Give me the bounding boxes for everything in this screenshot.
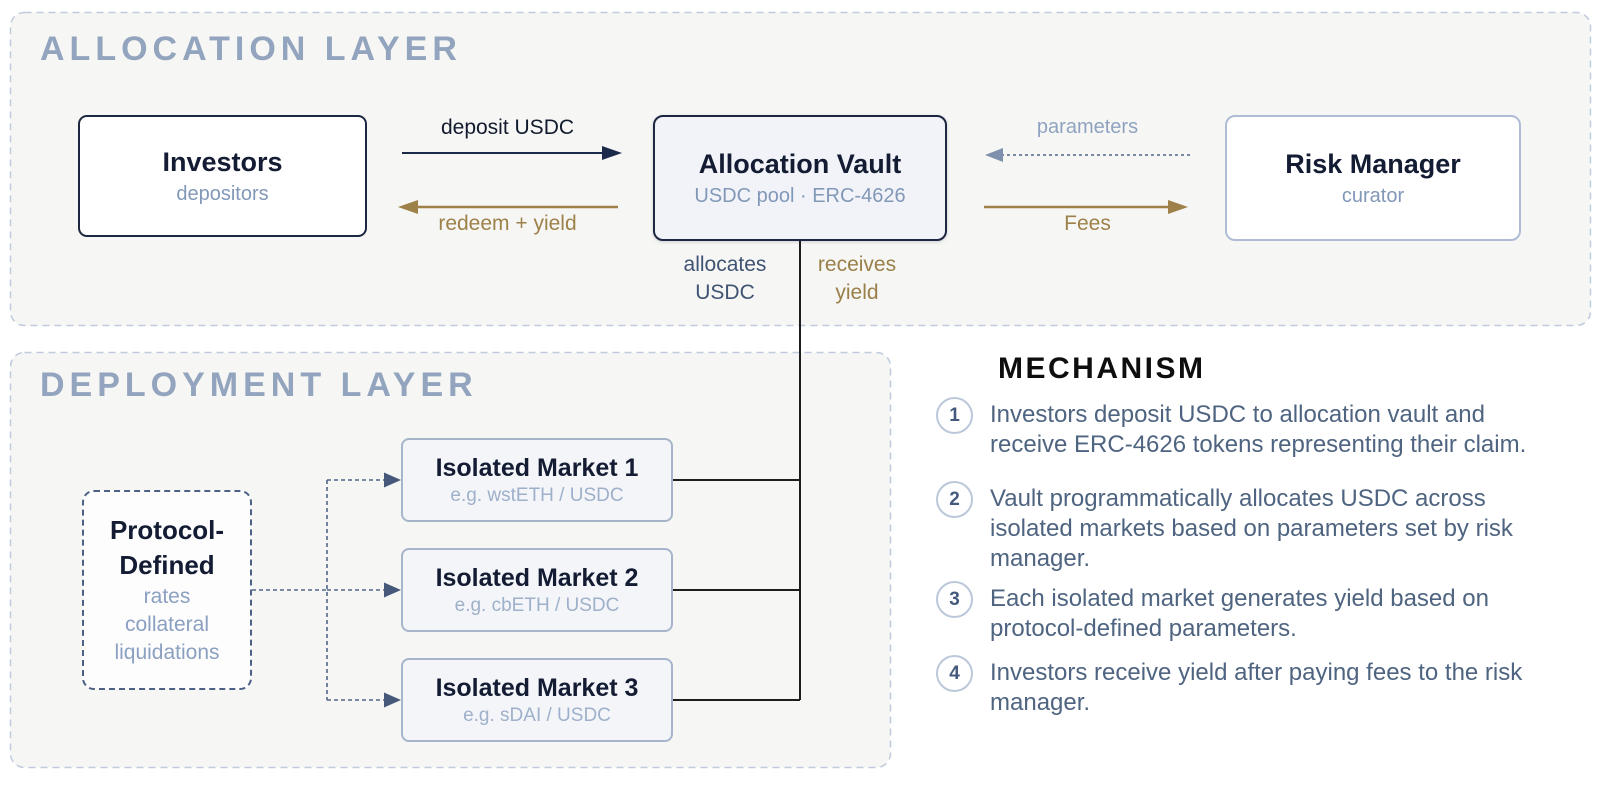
market-2-arrowhead-icon [384, 582, 401, 598]
protocol-param-collateral: collateral [124, 613, 210, 636]
parameters-arrow [985, 148, 1190, 162]
receives-yield-line2: yield [835, 281, 879, 304]
mechanism-title: MECHANISM [998, 352, 1206, 385]
step-1-line-1: Investors deposit USDC to allocation vau… [990, 401, 1485, 428]
allocation-vault-title: Allocation Vault [698, 148, 902, 179]
investors-title: Investors [162, 146, 283, 177]
mechanism-step-3: 3 Each isolated market generates yield b… [936, 581, 1526, 644]
isolated-market-2-box: Isolated Market 2 e.g. cbETH / USDC [401, 548, 673, 632]
isolated-market-3-title: Isolated Market 3 [435, 673, 639, 702]
step-3-line-1: Each isolated market generates yield bas… [990, 585, 1489, 612]
receives-yield-line1: receives [817, 253, 897, 276]
step-4-number-badge: 4 [936, 655, 973, 692]
allocates-usdc-line2: USDC [695, 281, 755, 304]
protocol-defined-title-line2: Defined [119, 550, 215, 580]
investors-box: Investors depositors [78, 115, 367, 237]
allocation-vault-box: Allocation Vault USDC pool · ERC-4626 [653, 115, 947, 241]
protocol-param-rates: rates [143, 585, 191, 608]
step-1-line-2: receive ERC-4626 tokens representing the… [990, 431, 1527, 458]
step-3-text: Each isolated market generates yield bas… [990, 584, 1489, 644]
deployment-layer-title: DEPLOYMENT LAYER [40, 366, 478, 404]
isolated-market-3-subtitle: e.g. sDAI / USDC [463, 704, 611, 726]
isolated-market-2-subtitle: e.g. cbETH / USDC [454, 594, 620, 616]
fees-label: Fees [1064, 212, 1111, 235]
allocates-usdc-line1: allocates [683, 253, 767, 276]
step-4-line-2: manager. [990, 689, 1091, 716]
mechanism-step-1: 1 Investors deposit USDC to allocation v… [936, 397, 1526, 460]
redeem-yield-label: redeem + yield [438, 212, 577, 235]
market-3-arrowhead-icon [384, 692, 401, 708]
step-2-line-1: Vault programmatically allocates USDC ac… [990, 485, 1486, 512]
market-1-arrowhead-icon [384, 472, 401, 488]
step-4-line-1: Investors receive yield after paying fee… [990, 659, 1523, 686]
isolated-market-2-title: Isolated Market 2 [435, 563, 639, 592]
mechanism-step-2: 2 Vault programmatically allocates USDC … [936, 481, 1526, 574]
isolated-market-3-box: Isolated Market 3 e.g. sDAI / USDC [401, 658, 673, 742]
risk-manager-box: Risk Manager curator [1225, 115, 1521, 241]
receives-yield-label: receives yield [792, 251, 922, 307]
fees-arrow [984, 200, 1188, 214]
step-3-line-2: protocol-defined parameters. [990, 615, 1297, 642]
isolated-market-1-box: Isolated Market 1 e.g. wstETH / USDC [401, 438, 673, 522]
protocol-connector-lines [252, 472, 401, 708]
step-1-number-badge: 1 [936, 397, 973, 434]
investors-subtitle: depositors [176, 182, 269, 205]
step-2-number-badge: 2 [936, 481, 973, 518]
protocol-defined-title-line1: Protocol- [109, 515, 225, 545]
step-2-line-3: manager. [990, 545, 1091, 572]
allocates-usdc-label: allocates USDC [655, 251, 795, 307]
risk-manager-title: Risk Manager [1285, 148, 1461, 179]
step-2-text: Vault programmatically allocates USDC ac… [990, 484, 1513, 574]
step-4-text: Investors receive yield after paying fee… [990, 658, 1522, 718]
mechanism-list: 1 Investors deposit USDC to allocation v… [936, 397, 1526, 718]
redeem-arrow [398, 200, 618, 214]
allocation-layer-title: ALLOCATION LAYER [40, 30, 462, 68]
step-2-line-2: isolated markets based on parameters set… [990, 515, 1513, 542]
protocol-param-liquidations: liquidations [114, 641, 220, 664]
step-1-text: Investors deposit USDC to allocation vau… [990, 400, 1526, 460]
mechanism-step-4: 4 Investors receive yield after paying f… [936, 655, 1526, 718]
risk-manager-subtitle: curator [1341, 184, 1405, 207]
allocation-vault-subtitle: USDC pool · ERC-4626 [694, 184, 906, 207]
parameters-label: parameters [1036, 116, 1139, 138]
deposit-arrow [402, 146, 622, 160]
step-3-number-badge: 3 [936, 581, 973, 618]
protocol-defined-box: Protocol- Defined rates collateral liqui… [82, 490, 252, 690]
deposit-usdc-label: deposit USDC [440, 116, 575, 139]
isolated-market-1-title: Isolated Market 1 [435, 453, 639, 482]
isolated-market-1-subtitle: e.g. wstETH / USDC [450, 484, 624, 506]
